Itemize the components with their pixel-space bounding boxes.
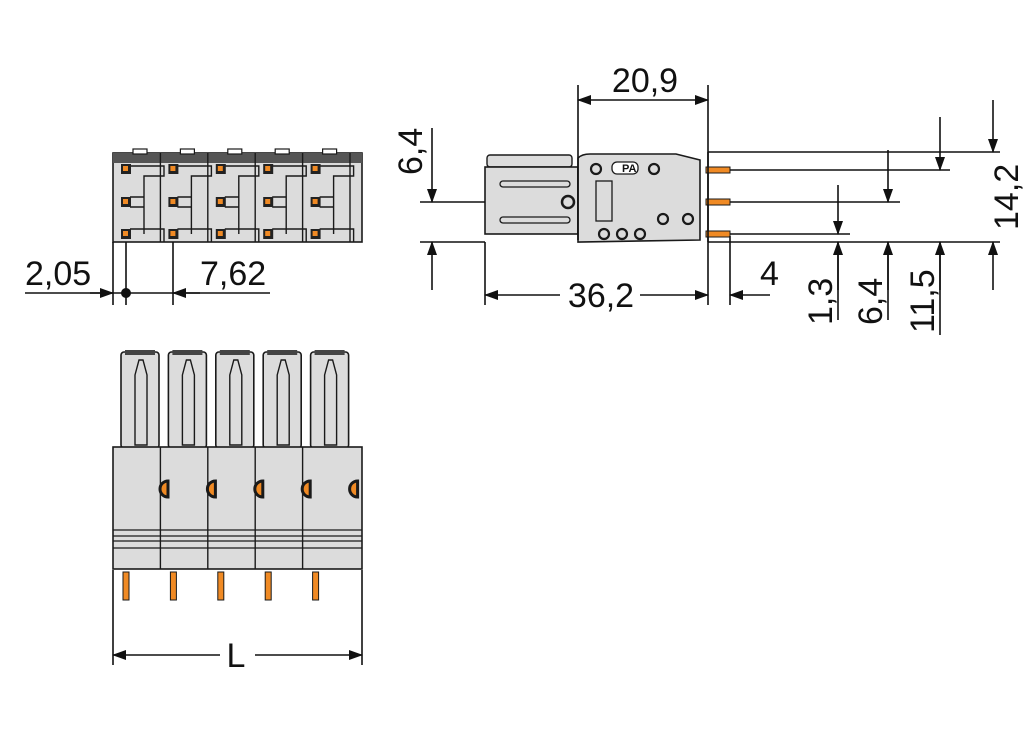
pin-marker	[217, 199, 223, 204]
tab-top	[219, 350, 250, 355]
slot	[499, 180, 571, 188]
hole	[681, 212, 695, 226]
hole	[597, 227, 611, 241]
pin-marker	[265, 231, 271, 236]
module-contour	[130, 165, 165, 242]
test-port	[205, 479, 217, 499]
latch-tab	[322, 148, 338, 155]
top-view	[112, 148, 363, 243]
hole	[615, 227, 629, 241]
release-lever	[486, 154, 573, 168]
marking-box	[611, 161, 639, 175]
release-tab	[167, 351, 208, 449]
tab-top	[267, 350, 298, 355]
release-tab	[262, 351, 303, 449]
solder-pin	[217, 571, 225, 601]
logo	[595, 180, 613, 222]
pin-marker	[170, 231, 176, 236]
pin-marker	[170, 199, 176, 204]
module-contour	[224, 165, 260, 242]
hole	[589, 162, 603, 176]
solder-pin	[169, 571, 177, 601]
module-contour	[177, 165, 213, 242]
dim-length-label: 36,2	[568, 277, 634, 315]
tab-top	[314, 350, 345, 355]
pin-marker	[312, 199, 318, 204]
dim-width-upper-label: 20,9	[612, 62, 678, 100]
dim-pin1-label: 1,3	[802, 278, 840, 325]
solder-pin	[264, 571, 272, 601]
pin-marker	[123, 199, 128, 204]
release-tab	[309, 351, 350, 449]
dimension-dot	[121, 288, 131, 298]
solder-pin	[122, 571, 130, 601]
dim-pitch-label: 7,62	[200, 255, 266, 293]
test-port	[253, 479, 265, 499]
latch-tab	[132, 148, 148, 155]
solder-pin	[705, 198, 731, 206]
solder-pin	[705, 230, 731, 238]
marking-pa: PA	[622, 163, 637, 175]
dim-offset-label: 2,05	[25, 255, 91, 293]
release-tab	[120, 351, 160, 449]
pin-marker	[265, 199, 271, 204]
dimension-lines	[25, 85, 1000, 665]
dim-total-height-label: 14,2	[988, 164, 1026, 230]
module-contour	[319, 165, 355, 242]
pin-marker	[217, 166, 223, 171]
test-port	[300, 479, 312, 499]
dim-pin3-label: 11,5	[904, 269, 942, 333]
hole	[656, 212, 670, 226]
side-body-left	[484, 166, 579, 235]
test-port	[158, 479, 170, 499]
pin-marker	[217, 231, 223, 236]
pin-marker	[170, 166, 176, 171]
pin-marker	[312, 231, 318, 236]
dim-pin-label: 4	[760, 255, 779, 293]
dim-height-left-label: 6,4	[392, 128, 430, 175]
latch-tab	[274, 148, 290, 155]
test-port	[348, 479, 360, 499]
tab-slot	[134, 359, 148, 446]
pin-marker	[312, 166, 318, 171]
tab-slot	[181, 359, 196, 446]
front-view	[112, 350, 363, 601]
tab-top	[125, 350, 155, 355]
hole	[560, 194, 576, 210]
dim-l-label: L	[227, 637, 246, 675]
latch-tab	[227, 148, 243, 155]
release-tab	[215, 351, 255, 449]
solder-pin	[705, 166, 731, 174]
tab-slot	[323, 359, 338, 446]
tab-slot	[229, 359, 243, 446]
module-contour	[272, 165, 307, 242]
hole	[633, 227, 647, 241]
front-housing	[112, 446, 363, 570]
solder-pin	[312, 571, 320, 601]
slot	[499, 216, 571, 224]
tab-slot	[276, 359, 290, 446]
dim-pin2-label: 6,4	[852, 278, 890, 325]
side-view	[484, 152, 731, 243]
top-rail	[113, 153, 362, 163]
latch-tab	[179, 148, 195, 155]
pin-marker	[123, 231, 128, 236]
pin-marker	[265, 166, 271, 171]
pin-marker	[123, 166, 128, 171]
hole	[647, 162, 661, 176]
tab-top	[172, 350, 203, 355]
